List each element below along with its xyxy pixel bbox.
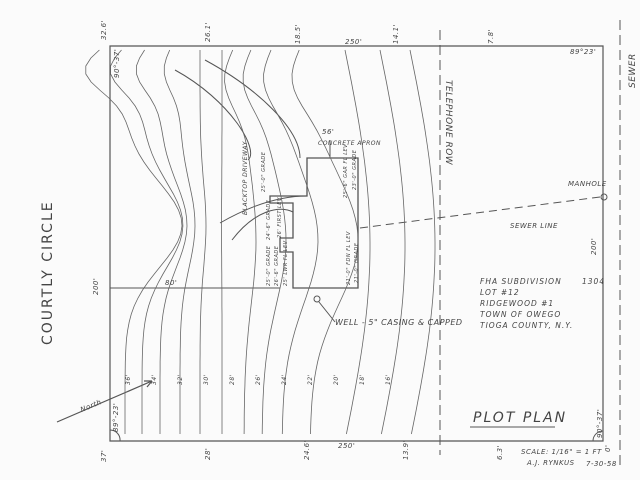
contour-label: 18' (359, 374, 366, 385)
sewer-line (359, 196, 601, 229)
contour-line (242, 49, 287, 435)
contour-label: 32' (177, 374, 184, 385)
contour-label: 20' (333, 374, 340, 385)
spot-elevation: 13.9' (402, 439, 410, 460)
north-arrow (56, 380, 153, 423)
county: TIOGA COUNTY, N.Y. (480, 321, 574, 330)
house-note: 25'-0" GRADE (261, 151, 267, 192)
spot-elevation: 18.5' (294, 23, 302, 44)
street-label: COURTLY CIRCLE (40, 200, 56, 345)
apron-label: CONCRETE APRON (318, 140, 382, 147)
house-depth-dimension: 56' (322, 128, 335, 136)
contour-line (344, 49, 371, 435)
angle-label: 89°-23' (112, 402, 120, 432)
lot-number: LOT #12 (480, 288, 520, 297)
manhole-label: MANHOLE (568, 180, 607, 188)
angle-label: 90°-37' (113, 48, 121, 78)
drawing-title: PLOT PLAN (473, 410, 568, 426)
house-note: 26'-6" GRADE (274, 245, 280, 286)
house-note: 21'-0" FDN FL LEV (346, 231, 352, 285)
contour-line (135, 49, 188, 434)
contour-label: 36' (125, 374, 132, 385)
contour-label: 22' (307, 374, 314, 385)
right-dimension: 200' (590, 237, 598, 255)
well-label: WELL - 5" CASING & CAPPED (335, 318, 463, 327)
contour-label: 28' (229, 374, 236, 385)
subdivision-name: RIDGEWOOD #1 (480, 299, 555, 308)
spot-elevation: 14.1' (392, 23, 400, 44)
contour-line (85, 49, 183, 434)
spot-elevation: 26.1' (204, 21, 212, 42)
angle-label: 90°-37' (596, 408, 604, 438)
driveway (174, 59, 308, 241)
contour-line (291, 49, 359, 435)
contour-line (199, 50, 207, 434)
contour-line (110, 49, 184, 434)
contour-line (263, 49, 319, 435)
contour-label: 30' (203, 374, 210, 385)
title-block: FHA SUBDIVISION 1304 LOT #12 RIDGEWOOD #… (480, 276, 605, 331)
contour-label: 34' (151, 374, 158, 385)
house-outline (269, 157, 359, 289)
sewer-label: SEWER (628, 53, 638, 88)
contour-lines (85, 49, 436, 435)
contour-line (224, 49, 257, 435)
scale-label: SCALE: 1/16" = 1 FT (521, 448, 602, 456)
left-dimension: 200' (92, 277, 100, 295)
driveway-label: BLACKTOP DRIVEWAY (242, 141, 249, 215)
contour-line (409, 49, 436, 435)
setback-dimension: 80' (165, 279, 178, 287)
house-note: 25'-0" GRADE (266, 245, 272, 286)
spot-elevation: 32.6' (100, 19, 108, 40)
bottom-dimension: 250' (338, 442, 356, 450)
subdivision: FHA SUBDIVISION 1304 (480, 277, 606, 286)
spot-elevation: 24.6' (303, 439, 311, 460)
house-note: 25' LWR FL LEV (283, 240, 289, 286)
town: TOWN OF OWEGO (480, 310, 562, 319)
well-symbol (313, 295, 321, 303)
angle-label: 89°23' (570, 48, 597, 56)
top-dimension: 250' (345, 38, 363, 46)
date-label: 7-30-58 (586, 460, 617, 468)
contour-line (163, 49, 196, 434)
contour-label: 24' (281, 374, 288, 385)
spot-elevation: 0' (604, 444, 612, 452)
lot-boundary (109, 45, 604, 442)
telephone-row-label: TELEPHONE ROW (443, 80, 453, 166)
author-label: A.J. RYNKUS (527, 459, 575, 467)
contour-label: 26' (255, 374, 262, 385)
house-note: 21'-0" GRADE (354, 242, 360, 283)
contour-label: 16' (385, 374, 392, 385)
house-note: 23'-0" GRADE (352, 149, 358, 190)
house-note: 25'-6" GAR FL LEV (343, 143, 349, 198)
manhole-symbol (600, 193, 608, 201)
spot-elevation: 7.8' (487, 28, 495, 44)
spot-elevation: 37' (100, 449, 108, 462)
spot-elevation: 28' (204, 447, 212, 460)
contour-line (379, 49, 406, 435)
house-note: 24'-6" GRADE (266, 199, 272, 240)
sewer-line-label: SEWER LINE (510, 222, 558, 230)
spot-elevation: 6.3' (496, 444, 504, 460)
house-note: 26' FIRST LEV (277, 197, 283, 238)
